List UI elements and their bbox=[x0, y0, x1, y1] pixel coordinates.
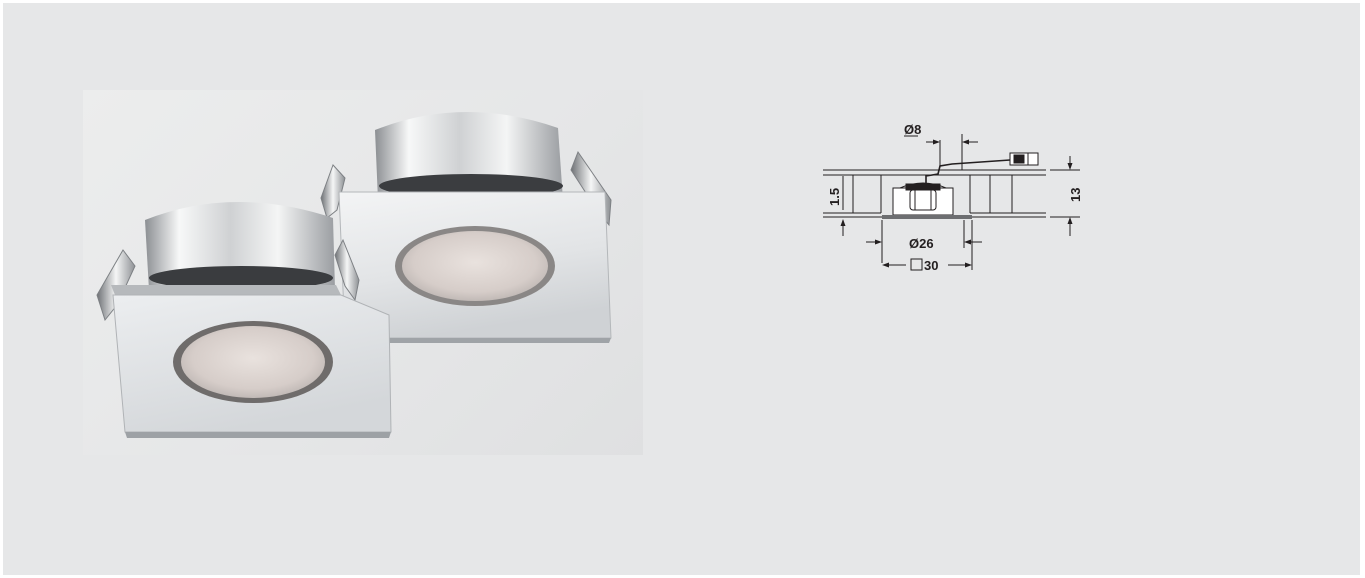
rear-downlight bbox=[320, 111, 612, 343]
dim-hole-label: Ø8 bbox=[904, 122, 921, 137]
dim-height-label: 13 bbox=[1068, 188, 1083, 202]
dim-square-label: 30 bbox=[924, 258, 938, 273]
front-downlight bbox=[96, 201, 392, 438]
dimension-drawing: Ø8 13 1.5 Ø26 30 bbox=[818, 118, 1088, 278]
dim-diameter-label: Ø26 bbox=[909, 236, 934, 251]
dim-recess-label: 1.5 bbox=[827, 188, 842, 206]
product-photo bbox=[83, 90, 643, 455]
canvas-background: Ø8 13 1.5 Ø26 30 bbox=[3, 3, 1360, 575]
